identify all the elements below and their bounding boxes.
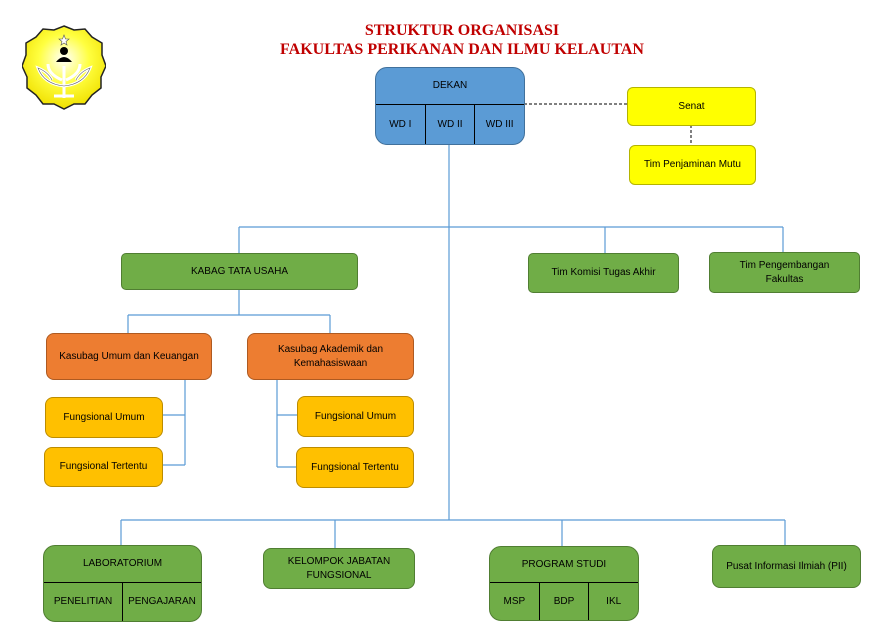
laboratorium-box: LABORATORIUM PENELITIAN PENGAJARAN: [43, 545, 202, 622]
laboratorium-label: LABORATORIUM: [44, 546, 201, 583]
lab-pengajaran: PENGAJARAN: [122, 583, 201, 621]
dekan-box: DEKAN WD I WD II WD III: [375, 67, 525, 145]
university-logo: [22, 25, 106, 110]
title-line-1: STRUKTUR ORGANISASI: [364, 22, 560, 39]
senat-box: Senat: [627, 87, 756, 126]
prodi-bdp: BDP: [538, 583, 589, 620]
fungsional-umum-right: Fungsional Umum: [297, 396, 414, 437]
fungsional-umum-left: Fungsional Umum: [45, 397, 163, 438]
program-studi-label: PROGRAM STUDI: [490, 547, 638, 583]
tim-komisi-box: Tim Komisi Tugas Akhir: [528, 253, 679, 293]
program-studi-box: PROGRAM STUDI MSP BDP IKL: [489, 546, 639, 621]
title-line-2: FAKULTAS PERIKANAN DAN ILMU KELAUTAN: [280, 41, 644, 58]
fungsional-tertentu-left: Fungsional Tertentu: [44, 447, 163, 487]
kabag-box: KABAG TATA USAHA: [121, 253, 358, 290]
tim-pengembangan-box: Tim Pengembangan Fakultas: [709, 252, 860, 293]
kasubag-umum-box: Kasubag Umum dan Keuangan: [46, 333, 212, 380]
kasubag-akademik-box: Kasubag Akademik dan Kemahasiswaan: [247, 333, 414, 380]
pii-box: Pusat Informasi Ilmiah (PII): [712, 545, 861, 588]
prodi-msp: MSP: [503, 595, 526, 607]
dekan-label: DEKAN: [376, 68, 524, 105]
fungsional-tertentu-right: Fungsional Tertentu: [296, 447, 414, 488]
prodi-ikl: IKL: [588, 583, 638, 620]
lab-penelitian: PENELITIAN: [53, 596, 113, 607]
wd-2: WD II: [424, 105, 475, 144]
tim-penjaminan-mutu-box: Tim Penjaminan Mutu: [629, 145, 756, 185]
kelompok-jabatan-box: KELOMPOK JABATAN FUNGSIONAL: [263, 548, 415, 589]
wd-3: WD III: [474, 105, 524, 144]
wd-1: WD I: [389, 118, 412, 130]
